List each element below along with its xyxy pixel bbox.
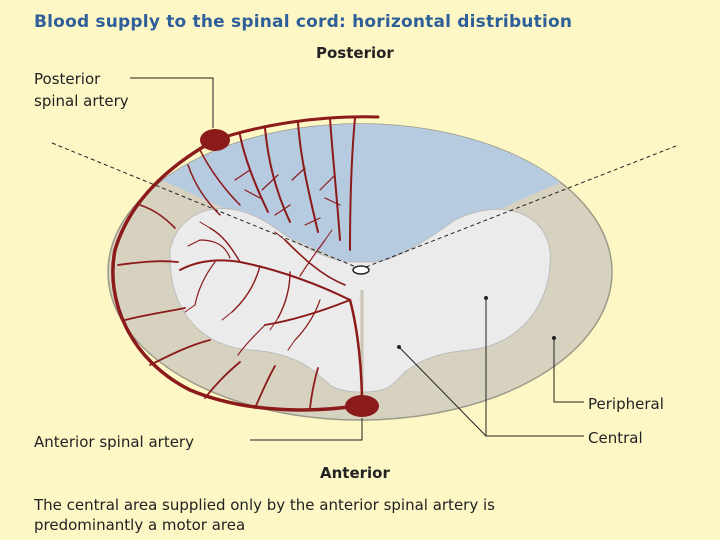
posterior-spinal-artery-label-line2: spinal artery <box>34 92 129 110</box>
anterior-spinal-artery-label: Anterior spinal artery <box>34 433 194 451</box>
dashed-divider-left <box>51 142 357 268</box>
leader-lines <box>130 77 584 441</box>
central-canal <box>352 265 370 275</box>
caption-line1: The central area supplied only by the an… <box>34 496 495 514</box>
central-marker-dot <box>397 345 401 349</box>
peripheral-marker-dot <box>552 336 556 340</box>
central-marker-dot <box>484 296 488 300</box>
gray-matter <box>169 208 551 393</box>
posterior-label: Posterior <box>316 44 394 62</box>
arterial-branches <box>111 115 380 412</box>
posterior-territory <box>150 124 570 270</box>
central-label: Central <box>588 429 643 447</box>
posterior-spinal-artery-node <box>200 129 230 151</box>
anterior-label: Anterior <box>320 464 390 482</box>
anterior-spinal-artery-node <box>345 395 379 417</box>
posterior-spinal-artery-label-line1: Posterior <box>34 70 101 88</box>
diagram-title: Blood supply to the spinal cord: horizon… <box>34 12 573 32</box>
peripheral-label: Peripheral <box>588 395 664 413</box>
caption-line2: predominantly a motor area <box>34 516 246 534</box>
